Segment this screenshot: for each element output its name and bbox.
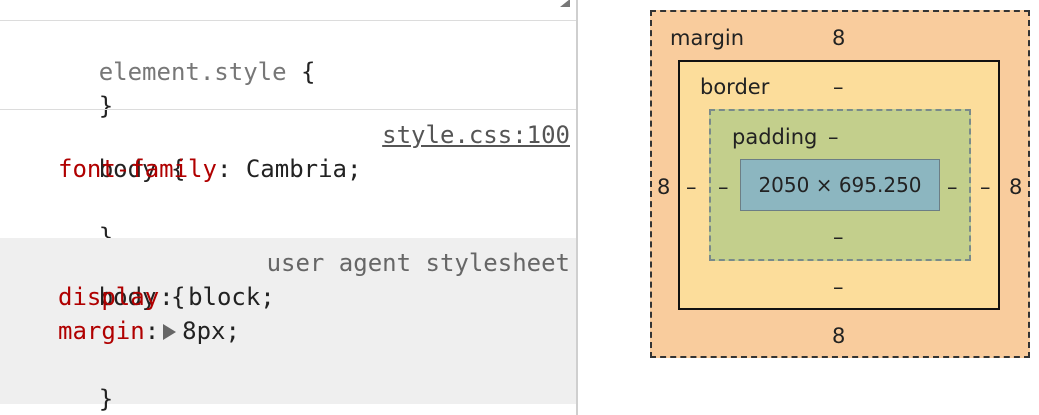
element-style-selector: element.style [98, 58, 287, 86]
body-rule-source-link[interactable]: style.css:100 [382, 121, 570, 149]
padding-label: padding [732, 125, 818, 149]
border-label: border [700, 75, 770, 99]
border-top-value[interactable]: – [833, 75, 844, 99]
property-value: block; [188, 283, 275, 311]
element-style-close-brace: } [98, 92, 114, 120]
property-name: margin [58, 317, 145, 345]
declaration-display: display: block; [58, 283, 275, 311]
body-rule-selector[interactable]: body [98, 155, 157, 183]
ua-rule-open-brace: { [170, 283, 186, 311]
declaration-margin: margin:8px; [58, 317, 240, 345]
ua-rule-close-brace: } [98, 385, 114, 413]
border-left-value[interactable]: – [686, 175, 697, 199]
padding-bottom-value[interactable]: – [833, 225, 844, 249]
margin-right-value[interactable]: 8 [1009, 175, 1023, 199]
box-model-content[interactable]: 2050 × 695.250 [740, 159, 940, 211]
padding-right-value[interactable]: – [947, 175, 958, 199]
margin-left-value[interactable]: 8 [657, 175, 671, 199]
margin-top-value[interactable]: 8 [832, 26, 846, 50]
content-size: 2050 × 695.250 [758, 173, 922, 197]
margin-label: margin [670, 26, 745, 50]
body-rule: body { style.css:100 font-family: Cambri… [0, 109, 576, 251]
property-value: 8px; [182, 317, 240, 345]
margin-bottom-value[interactable]: 8 [832, 324, 846, 348]
declaration-font-family[interactable]: font-family: Cambria; [58, 155, 362, 183]
body-rule-open-brace: { [170, 155, 186, 183]
property-name: display [58, 283, 160, 311]
property-value[interactable]: Cambria; [245, 155, 362, 183]
styles-pane: element.style { } body { style.css:100 f… [0, 0, 578, 415]
property-name[interactable]: font-family [58, 155, 217, 183]
ua-rule-source-label: user agent stylesheet [266, 249, 570, 277]
element-style-open-brace: { [301, 58, 316, 86]
resize-handle-icon[interactable] [560, 0, 570, 7]
ua-body-rule: body { user agent stylesheet display: bl… [0, 238, 576, 413]
border-right-value[interactable]: – [980, 175, 991, 199]
border-bottom-value[interactable]: – [833, 275, 844, 299]
padding-top-value[interactable]: – [828, 125, 839, 149]
element-style-rule[interactable]: element.style { } [0, 20, 576, 120]
ua-rule-selector: body [98, 283, 157, 311]
padding-left-value[interactable]: – [718, 175, 729, 199]
expand-triangle-icon[interactable] [163, 324, 177, 340]
